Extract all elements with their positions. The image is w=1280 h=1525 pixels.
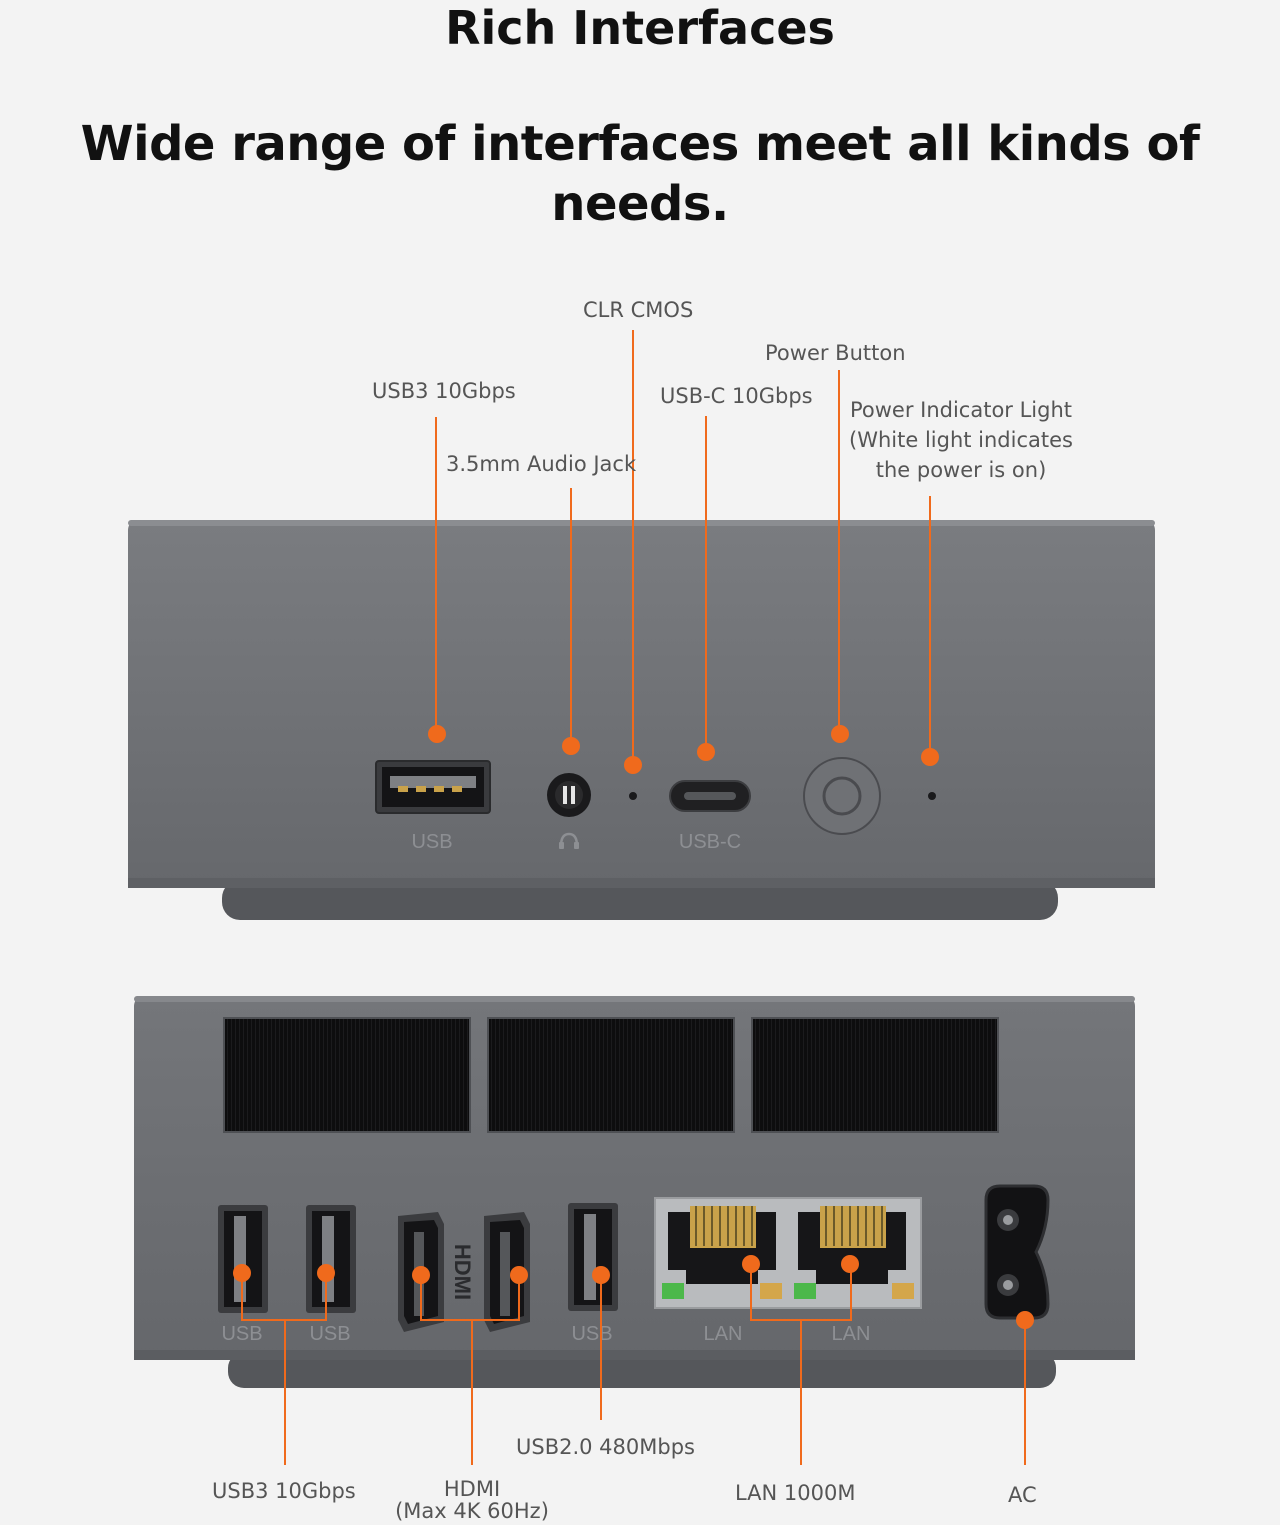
power-button-marker	[831, 725, 849, 743]
hdmi-marker-1	[412, 1266, 430, 1284]
usb2-marker	[592, 1266, 610, 1284]
vent-grille-icon	[223, 1017, 999, 1133]
callout-power-button: Power Button	[765, 341, 906, 365]
ac-socket-icon[interactable]	[984, 1184, 1050, 1320]
rear-usb-label-3: USB	[571, 1323, 612, 1345]
clr-cmos-marker	[624, 756, 642, 774]
hdmi-marker-2	[510, 1266, 528, 1284]
usb-a-port-icon[interactable]	[375, 760, 491, 814]
rear-usb-label-1: USB	[221, 1323, 262, 1345]
callout-power-light-line-2: (White light indicates	[849, 428, 1073, 452]
callout-hdmi: HDMI (Max 4K 60Hz)	[372, 1478, 572, 1522]
usb3-rear-marker-1	[233, 1264, 251, 1282]
callout-lan: LAN 1000M	[735, 1481, 856, 1505]
front-device: USB USB-C	[128, 520, 1155, 920]
lan-marker-2	[841, 1255, 859, 1273]
front-usb-label: USB	[411, 831, 452, 853]
hdmi-vertical-label: HDMI	[450, 1244, 475, 1300]
usb-c-port-icon[interactable]	[669, 780, 751, 812]
power-light-marker	[921, 748, 939, 766]
usbc-marker	[697, 743, 715, 761]
callout-power-light-line-1: Power Indicator Light	[849, 398, 1073, 422]
clr-cmos-hole[interactable]	[629, 792, 637, 800]
power-button-icon[interactable]	[803, 757, 881, 835]
headphone-icon	[559, 832, 579, 849]
callout-usb2: USB2.0 480Mbps	[516, 1435, 695, 1459]
front-callout-lines	[428, 330, 939, 774]
rear-lan-label-2: LAN	[832, 1323, 871, 1345]
rear-device: HDMI	[134, 996, 1135, 1388]
callout-power-light: Power Indicator Light (White light indic…	[846, 395, 1076, 485]
power-indicator-light	[928, 792, 936, 800]
usb-a-port-icon[interactable]	[568, 1203, 618, 1311]
callout-usb3-front: USB3 10Gbps	[372, 379, 516, 403]
usb3-rear-marker-2	[317, 1264, 335, 1282]
callout-ac: AC	[1008, 1483, 1037, 1507]
usb3-front-marker	[428, 725, 446, 743]
callout-hdmi-line-1: HDMI	[443, 1477, 501, 1501]
rear-usb-label-2: USB	[309, 1323, 350, 1345]
callout-clr-cmos: CLR CMOS	[583, 298, 694, 322]
audio-jack[interactable]	[547, 773, 591, 817]
rj45-port-icon[interactable]	[654, 1197, 922, 1309]
usb-a-port-icon[interactable]	[306, 1205, 356, 1313]
rear-lan-label-1: LAN	[704, 1323, 743, 1345]
rear-callout-lines	[233, 1255, 1034, 1465]
callout-audio-jack: 3.5mm Audio Jack	[446, 452, 637, 476]
callout-hdmi-line-2: (Max 4K 60Hz)	[395, 1499, 549, 1523]
front-usbc-label: USB-C	[679, 831, 741, 853]
callout-usbc: USB-C 10Gbps	[660, 384, 813, 408]
callout-power-light-line-3: the power is on)	[875, 458, 1047, 482]
usb-a-port-icon[interactable]	[218, 1205, 268, 1313]
callout-usb3-rear: USB3 10Gbps	[212, 1479, 356, 1503]
page-title: Rich Interfaces	[445, 1, 835, 55]
front-device-body	[128, 520, 1155, 888]
lan-marker-1	[742, 1255, 760, 1273]
ac-marker	[1016, 1311, 1034, 1329]
rear-device-base	[228, 1352, 1056, 1388]
page-subtitle: Wide range of interfaces meet all kinds …	[80, 116, 1200, 232]
audio-marker	[562, 737, 580, 755]
front-device-base	[222, 880, 1058, 920]
